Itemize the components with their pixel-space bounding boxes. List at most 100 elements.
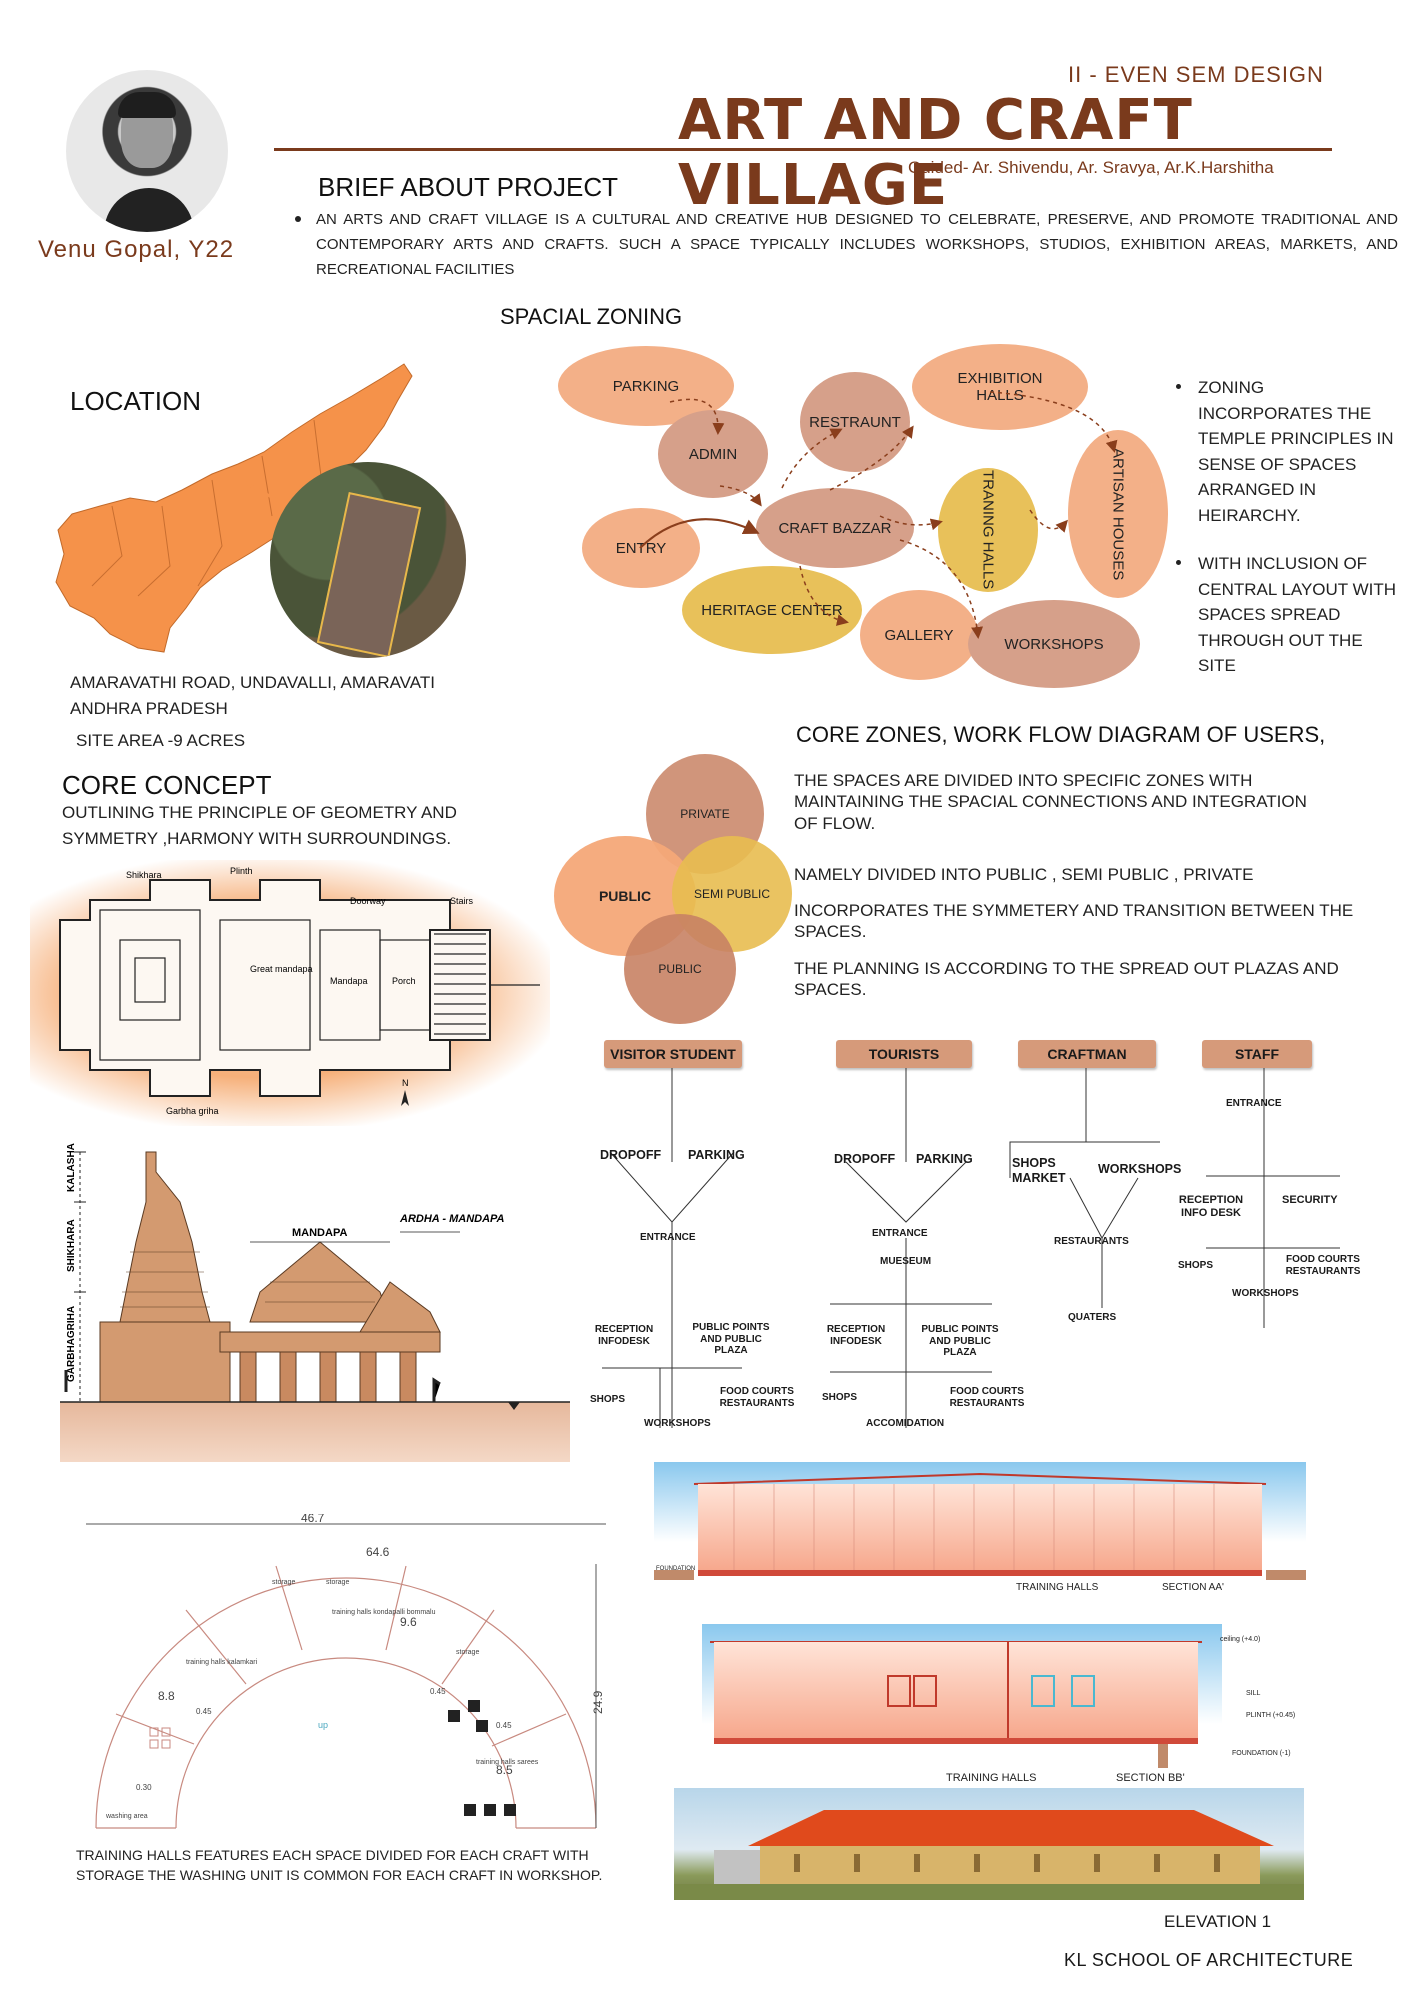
section-aa-label-right: SECTION AA' — [1162, 1582, 1224, 1593]
concept-text: OUTLINING THE PRINCIPLE OF GEOMETRY AND … — [62, 803, 457, 848]
staff-shops: SHOPS — [1178, 1260, 1214, 1271]
visitor-dropoff: DROPOFF — [600, 1148, 662, 1162]
zoning-note-bullet-1 — [1176, 384, 1181, 389]
staff-reception: RECEPTION INFO DESK — [1178, 1194, 1244, 1219]
elevation-render — [674, 1788, 1304, 1900]
zoning-note-1: ZONING INCORPORATES THE TEMPLE PRINCIPLE… — [1198, 378, 1394, 525]
level-1: 0.45 — [196, 1707, 212, 1716]
bubble-heritage-center: HERITAGE CENTER — [682, 566, 862, 654]
room-kalamkari: training halls kalamkari — [186, 1659, 258, 1666]
flow-head-visitor: VISITOR STUDENT — [604, 1040, 742, 1068]
plan-label-mandapa: Mandapa — [330, 976, 368, 986]
site-area: SITE AREA -9 ACRES — [76, 731, 246, 750]
level-3: 0.45 — [496, 1721, 512, 1730]
dim-arc: 64.6 — [366, 1545, 390, 1559]
plan-label-great-mandapa: Great mandapa — [250, 964, 313, 974]
visitor-entrance: ENTRANCE — [640, 1232, 696, 1243]
plan-label-garbha-griha: Garbha griha — [166, 1106, 219, 1116]
craftman-shops-market: SHOPS MARKET — [1012, 1156, 1066, 1185]
dim-right: 24.9 — [591, 1690, 605, 1714]
training-hall-plan: 46.7 64.6 24.9 8.8 9.6 8.5 storage stora… — [76, 1511, 616, 1844]
tourists-public-points: PUBLIC POINTS AND PUBLIC PLAZA — [921, 1324, 999, 1358]
core-zones-para-3: INCORPORATES THE SYMMETERY AND TRANSITIO… — [794, 901, 1354, 942]
venn-public-small: PUBLIC — [624, 914, 736, 1024]
visitor-public-points: PUBLIC POINTS AND PUBLIC PLAZA — [692, 1322, 770, 1356]
north-arrow: N — [402, 1078, 409, 1088]
section-bb-ceiling: ceiling (+4.0) — [1220, 1636, 1261, 1643]
tourists-accomodation: ACCOMIDATION — [866, 1418, 945, 1429]
visitor-reception: RECEPTION INFODESK — [594, 1324, 654, 1347]
room-storage-2: storage — [326, 1579, 349, 1586]
elev-label-garbhagriha: GARBHAGRIHA — [66, 1306, 77, 1382]
bubble-artisan-houses: ARTISAN HOUSES — [1068, 430, 1168, 598]
staff-workshops: WORKSHOPS — [1232, 1288, 1299, 1299]
brief-heading: BRIEF ABOUT PROJECT — [318, 172, 619, 202]
core-zones-heading: CORE ZONES, WORK FLOW DIAGRAM OF USERS, — [796, 722, 1326, 747]
tourists-food: FOOD COURTS RESTAURANTS — [949, 1386, 1025, 1409]
elev-label-shikhara: SHIKHARA — [66, 1219, 77, 1272]
semester-label: II - EVEN SEM DESIGN — [1068, 62, 1324, 87]
level-2: 0.45 — [430, 1687, 446, 1696]
section-aa — [654, 1462, 1306, 1592]
craftman-quaters: QUATERS — [1068, 1312, 1117, 1323]
section-aa-label-left: TRAINING HALLS — [1016, 1582, 1099, 1593]
footer-school: KL SCHOOL OF ARCHITECTURE — [1064, 1950, 1354, 1970]
temple-plan: Shikhara Plinth Doorway Stairs Great man… — [30, 860, 550, 1126]
concept-heading: CORE CONCEPT — [62, 770, 272, 800]
dim-d1: 8.8 — [158, 1689, 175, 1703]
visitor-workshops: WORKSHOPS — [644, 1418, 711, 1429]
elev-label-kalasha: KALASHA — [66, 1143, 77, 1192]
level-4: 0.30 — [136, 1783, 152, 1792]
tourists-dropoff: DROPOFF — [834, 1152, 896, 1166]
zoning-heading: SPACIAL ZONING — [500, 304, 683, 329]
staff-security: SECURITY — [1282, 1194, 1338, 1206]
title-underline — [274, 148, 1332, 151]
room-storage-3: storage — [456, 1649, 479, 1656]
section-bb-plinth: PLINTH (+0.45) — [1246, 1712, 1296, 1719]
flow-lines — [602, 1068, 1340, 1428]
flow-head-staff: STAFF — [1202, 1040, 1312, 1068]
brief-bullet — [295, 216, 301, 222]
page-title: ART AND CRAFT VILLAGE — [678, 88, 1193, 218]
up-label: up — [318, 1720, 328, 1730]
dim-d3: 8.5 — [496, 1763, 513, 1777]
dim-d2: 9.6 — [400, 1615, 417, 1629]
bubble-restraunt: RESTRAUNT — [800, 372, 910, 472]
room-washing: washing area — [105, 1813, 148, 1820]
brief-text: AN ARTS AND CRAFT VILLAGE IS A CULTURAL … — [316, 211, 1398, 278]
plan-label-porch: Porch — [392, 976, 416, 986]
address-line1: AMARAVATHI ROAD, UNDAVALLI, AMARAVATI — [70, 673, 435, 692]
tourists-museum: MUESEUM — [880, 1256, 932, 1267]
guides: Guided- Ar. Shivendu, Ar. Sravya, Ar.K.H… — [908, 158, 1274, 177]
bubble-exhibition: EXHIBITION HALLS — [912, 344, 1088, 430]
training-plan-note: TRAINING HALLS FEATURES EACH SPACE DIVID… — [76, 1847, 603, 1883]
tourists-parking: PARKING — [916, 1152, 973, 1166]
staff-entrance: ENTRANCE — [1226, 1098, 1282, 1109]
tourists-shops: SHOPS — [822, 1392, 858, 1403]
zoning-note-bullet-2 — [1176, 560, 1181, 565]
core-zones-para-1: THE SPACES ARE DIVIDED INTO SPECIFIC ZON… — [794, 771, 1307, 833]
dim-top: 46.7 — [301, 1514, 325, 1525]
plan-label-stairs: Stairs — [450, 896, 474, 906]
elev-label-ardha-mandapa: ARDHA - MANDAPA — [399, 1213, 505, 1225]
staff-food: FOOD COURTS RESTAURANTS — [1285, 1254, 1361, 1277]
temple-elevation: KALASHA SHIKHARA GARBHAGRIHA MANDAPA ARD… — [60, 1132, 570, 1462]
plan-label-shikhara: Shikhara — [126, 870, 162, 880]
room-kondapalli: training halls kondapalli bommalu — [332, 1609, 436, 1616]
zoning-flow-arrows — [639, 391, 1118, 639]
visitor-shops: SHOPS — [590, 1394, 626, 1405]
room-storage-1: storage — [272, 1579, 295, 1586]
bubble-workshops: WORKSHOPS — [968, 600, 1140, 688]
zoning-note-2: WITH INCLUSION OF CENTRAL LAYOUT WITH SP… — [1198, 554, 1397, 675]
avatar — [66, 70, 228, 232]
bubble-gallery: GALLERY — [860, 590, 978, 680]
location-heading: LOCATION — [70, 386, 201, 416]
core-zones-para-2: NAMELY DIVIDED INTO PUBLIC , SEMI PUBLIC… — [794, 865, 1254, 884]
flow-head-tourists: TOURISTS — [836, 1040, 972, 1068]
plan-label-plinth: Plinth — [230, 866, 253, 876]
flow-head-craftman: CRAFTMAN — [1018, 1040, 1156, 1068]
section-bb-label-left: TRAINING HALLS — [946, 1772, 1037, 1784]
section-bb — [702, 1624, 1282, 1774]
section-bb-label-right: SECTION BB' — [1116, 1772, 1185, 1784]
address-line2: ANDHRA PRADESH — [70, 699, 228, 718]
